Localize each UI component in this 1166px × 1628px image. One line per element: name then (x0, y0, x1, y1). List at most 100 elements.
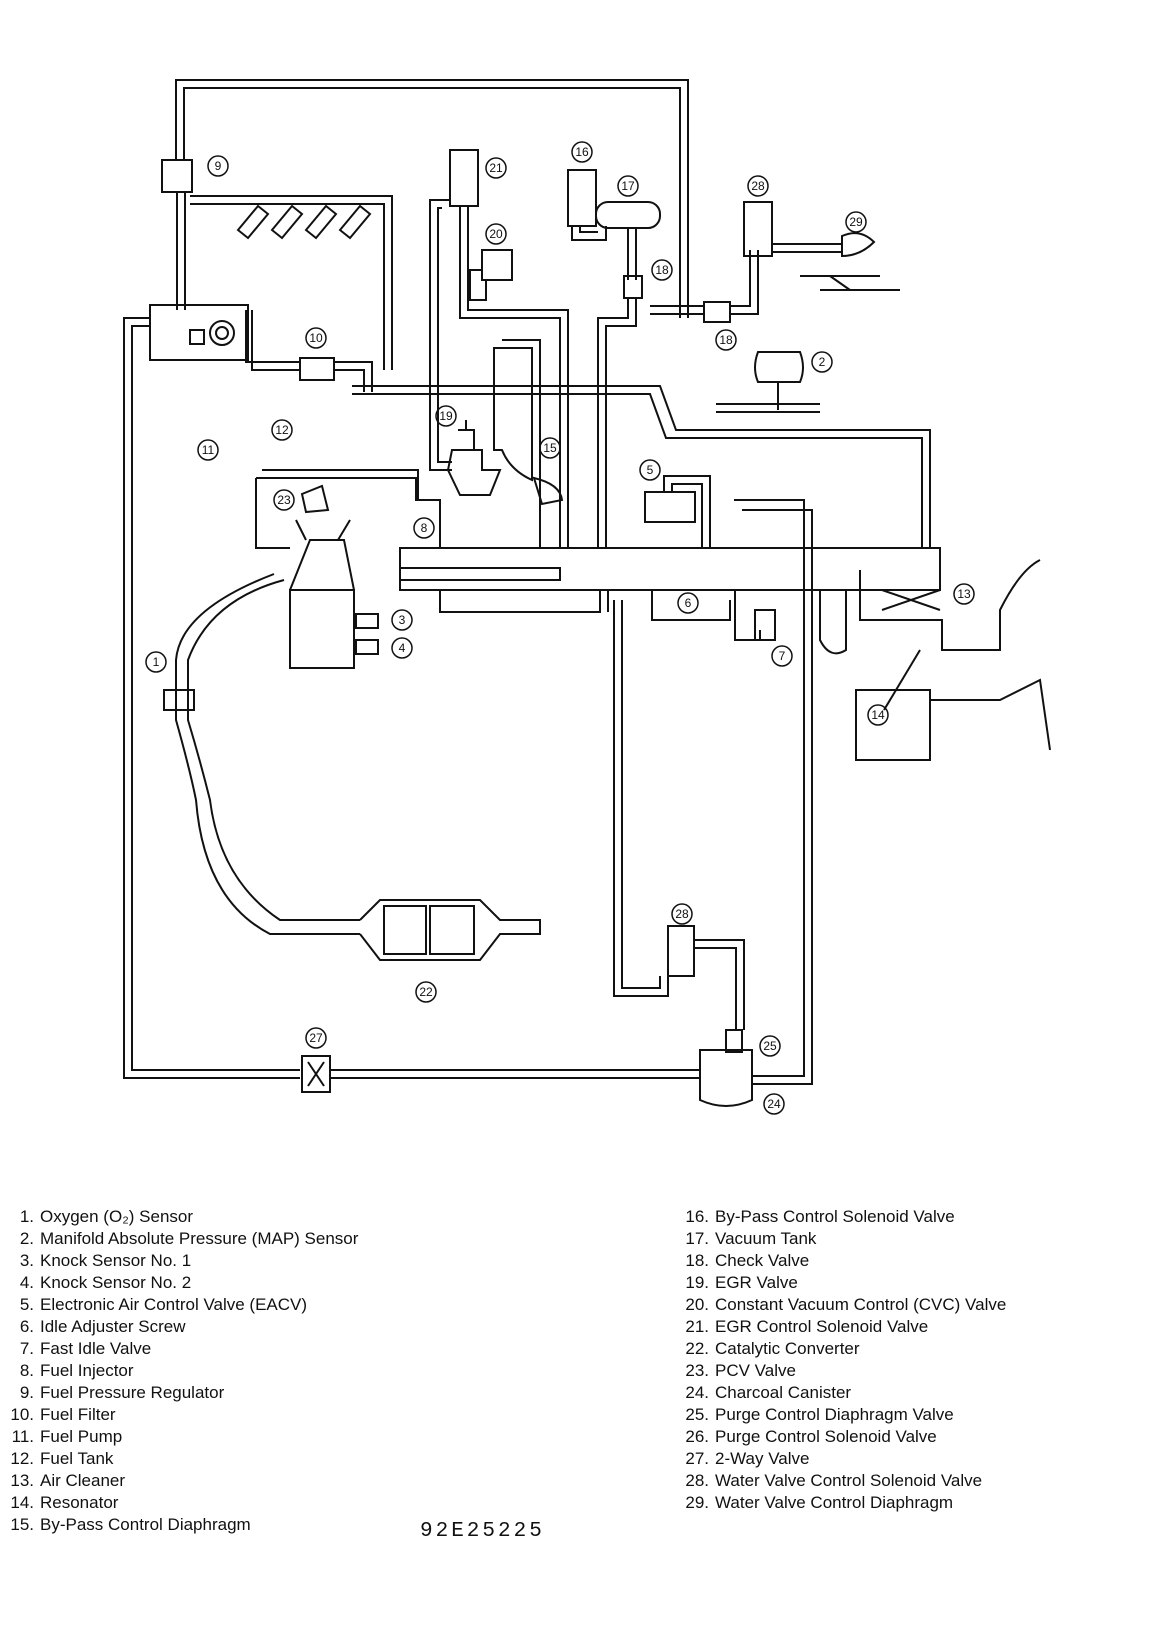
legend-item: 6.Idle Adjuster Screw (0, 1316, 358, 1338)
callout-18b (715, 329, 737, 351)
callout-14 (867, 704, 889, 726)
legend-item-number: 4. (19, 1273, 34, 1292)
callout-4 (391, 637, 413, 659)
callout-label-7: 7 (779, 649, 786, 663)
legend-item-number: 10. (10, 1405, 34, 1424)
legend-item-number: 13. (10, 1471, 34, 1490)
callout-label-21: 21 (489, 161, 503, 175)
cylinder (289, 589, 355, 669)
injectors (236, 204, 372, 240)
legend-item: 16.By-Pass Control Solenoid Valve (675, 1206, 1006, 1228)
charcoal-canister (699, 1049, 753, 1107)
legend-item-number: 22. (685, 1339, 709, 1358)
legend-item-label: Knock Sensor No. 1 (40, 1251, 192, 1270)
legend-item: 23.PCV Valve (675, 1360, 1006, 1382)
legend-item: 20.Constant Vacuum Control (CVC) Valve (675, 1294, 1006, 1316)
callout-28 (747, 175, 769, 197)
legend-item-number: 14. (10, 1493, 34, 1512)
callout-label-12: 12 (275, 423, 289, 437)
legend-item: 15. By-Pass Control Diaphragm (0, 1514, 358, 1536)
legend-item-label: Fuel Pressure Regulator (40, 1383, 225, 1402)
legend-item-label: EGR Control Solenoid Valve (715, 1317, 929, 1336)
legend-item: 22.Catalytic Converter (675, 1338, 1006, 1360)
legend-item: 14.Resonator (0, 1492, 358, 1514)
legend-item: 2.Manifold Absolute Pressure (MAP) Senso… (0, 1228, 359, 1250)
legend-item: 9. Fuel Pressure Regulator (0, 1382, 358, 1404)
callout-label-29: 29 (849, 215, 863, 229)
two-way-valve (301, 1055, 331, 1093)
hose-top-loop (175, 79, 689, 318)
legend-item-number: 27. (685, 1449, 709, 1468)
callout-3 (391, 609, 413, 631)
callout-label-4: 4 (399, 641, 406, 655)
legend-item-number: 17. (685, 1229, 709, 1248)
check-valve-right (703, 301, 731, 323)
callout-15 (539, 437, 561, 459)
callout-label-17: 17 (621, 179, 635, 193)
water-valve-diaphragm (841, 232, 876, 258)
callout-8 (413, 517, 435, 539)
legend-item: 26.Purge Control Solenoid Valve (675, 1426, 1006, 1448)
legend-item-number: 6. (19, 1317, 34, 1336)
legend-item: 19.EGR Valve (675, 1272, 1006, 1294)
callout-10 (305, 327, 327, 349)
legend-item-label: Fast Idle Valve (40, 1339, 152, 1358)
callout-label-20: 20 (489, 227, 503, 241)
water-valve-solenoid-lower (667, 925, 695, 977)
callout-label-24: 24 (767, 1097, 781, 1111)
legend-item-label: PCV Valve (715, 1361, 796, 1380)
legend-item-number: 29. (685, 1493, 709, 1512)
legend-item-label: Check Valve (715, 1251, 810, 1270)
cvc-valve (481, 249, 513, 281)
fuel-rail (190, 195, 393, 370)
legend-item-label: Fuel Injector (40, 1361, 134, 1380)
callout-23 (273, 489, 295, 511)
callout-label-16: 16 (575, 145, 589, 159)
callout-17 (617, 175, 639, 197)
legend-item-label: Electronic Air Control Valve (EACV) (40, 1295, 308, 1314)
callout-27 (305, 1027, 327, 1049)
callout-25 (759, 1035, 781, 1057)
callout-12 (271, 419, 293, 441)
legend-item-label: Fuel Pump (40, 1427, 123, 1446)
legend-item: 29.Water Valve Control Diaphragm (675, 1492, 1006, 1514)
legend-item-number: 9. (19, 1383, 34, 1402)
callout-label-22: 22 (419, 985, 433, 999)
callout-22 (415, 981, 437, 1003)
callout-label-2: 2 (819, 355, 826, 369)
callout-20 (485, 223, 507, 245)
map-sensor (754, 351, 804, 383)
legend-item: 11.Fuel Pump (0, 1426, 358, 1448)
callout-9 (207, 155, 229, 177)
callout-label-3: 3 (399, 613, 406, 627)
callout-16 (571, 141, 593, 163)
callout-label-9: 9 (215, 159, 222, 173)
figure-code: 92E25225 (420, 1520, 545, 1543)
legend-item-label: Purge Control Diaphragm Valve (715, 1405, 954, 1424)
resonator (855, 689, 931, 761)
callout-label-14: 14 (871, 708, 885, 722)
legend-item: 7. Fast Idle Valve (0, 1338, 358, 1360)
legend-item-label: Knock Sensor No. 2 (40, 1273, 192, 1292)
callout-label-6: 6 (685, 596, 692, 610)
legend-item: 1.Oxygen (O₂) Sensor (0, 1206, 358, 1228)
legend-item-label: Vacuum Tank (715, 1229, 817, 1248)
legend-item-number: 15. (10, 1515, 34, 1534)
legend-item-number: 7. (19, 1339, 34, 1358)
callout-1 (145, 651, 167, 673)
legend-item: 5.Electronic Air Control Valve (EACV) (0, 1294, 358, 1316)
callout-18a (651, 259, 673, 281)
by-pass-diaphragm (532, 476, 564, 506)
legend-item: 8.Fuel Injector (0, 1360, 358, 1382)
callout-label-15: 15 (543, 441, 557, 455)
by-pass-solenoid (567, 169, 597, 227)
callout-label-28: 28 (751, 179, 765, 193)
legend-item-label: By-Pass Control Diaphragm (40, 1515, 251, 1534)
callout-label-8: 8 (421, 521, 428, 535)
legend-item-label: Fuel Tank (40, 1449, 114, 1468)
legend-item-number: 28. (685, 1471, 709, 1490)
legend-item-number: 12. (10, 1449, 34, 1468)
callout-24 (763, 1093, 785, 1115)
